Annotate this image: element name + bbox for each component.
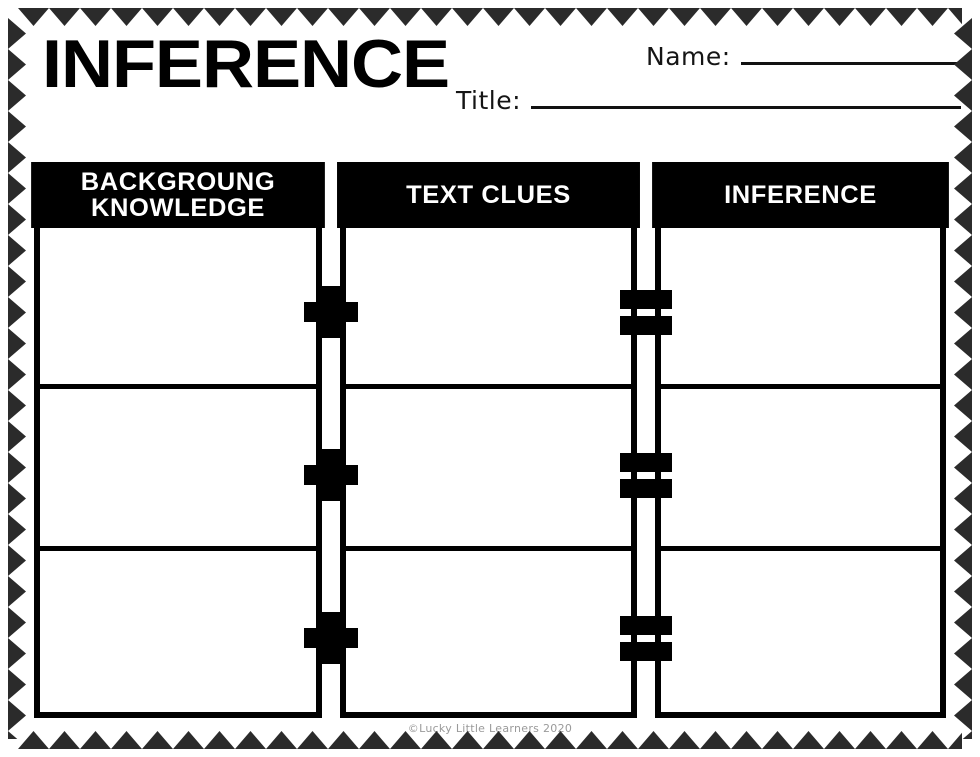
name-field-label: Name: (646, 42, 731, 71)
cell-background-knowledge-3[interactable] (40, 550, 316, 712)
zigzag-border-top (18, 8, 962, 26)
plus-sign-icon (295, 274, 367, 346)
column-body-inference (655, 228, 946, 718)
title-field[interactable]: Title: (456, 86, 961, 115)
column-header-inference: INFERENCE (652, 162, 949, 228)
column-body-text-clues (340, 228, 637, 718)
name-field[interactable]: Name: (646, 42, 959, 71)
worksheet-header: INFERENCE Name: Title: (34, 26, 961, 144)
column-header-line-1: BACKGROUNG (80, 168, 276, 196)
column-text-clues: TEXT CLUES (337, 162, 640, 718)
title-field-blank[interactable] (531, 86, 961, 109)
column-header-background-knowledge: BACKGROUNG KNOWLEDGE (31, 162, 325, 228)
cell-text-clues-1[interactable] (346, 228, 631, 390)
equals-sign-icon (610, 274, 682, 346)
cell-text-clues-2[interactable] (346, 389, 631, 551)
cell-background-knowledge-1[interactable] (40, 228, 316, 390)
column-header-line-2: KNOWLEDGE (90, 194, 266, 222)
cell-inference-1[interactable] (661, 228, 940, 390)
cell-text-clues-3[interactable] (346, 550, 631, 712)
cell-background-knowledge-2[interactable] (40, 389, 316, 551)
zigzag-border-right (954, 18, 972, 739)
column-header-line-1: INFERENCE (724, 181, 877, 209)
cell-inference-3[interactable] (661, 550, 940, 712)
zigzag-border-bottom (18, 731, 962, 749)
column-inference: INFERENCE (652, 162, 949, 718)
column-header-line-1: TEXT CLUES (406, 181, 571, 209)
column-background-knowledge: BACKGROUNG KNOWLEDGE (31, 162, 325, 718)
column-header-text-clues: TEXT CLUES (337, 162, 640, 228)
equals-sign-icon (610, 437, 682, 509)
column-body-background-knowledge (34, 228, 322, 718)
equals-sign-icon (610, 600, 682, 672)
plus-sign-icon (295, 600, 367, 672)
plus-sign-icon (295, 437, 367, 509)
organizer-grid: BACKGROUNG KNOWLEDGE TEXT CLUES (31, 162, 949, 718)
title-field-label: Title: (456, 86, 521, 115)
page-title: INFERENCE (42, 26, 450, 102)
zigzag-border-left (8, 18, 26, 739)
cell-inference-2[interactable] (661, 389, 940, 551)
name-field-blank[interactable] (740, 42, 959, 65)
